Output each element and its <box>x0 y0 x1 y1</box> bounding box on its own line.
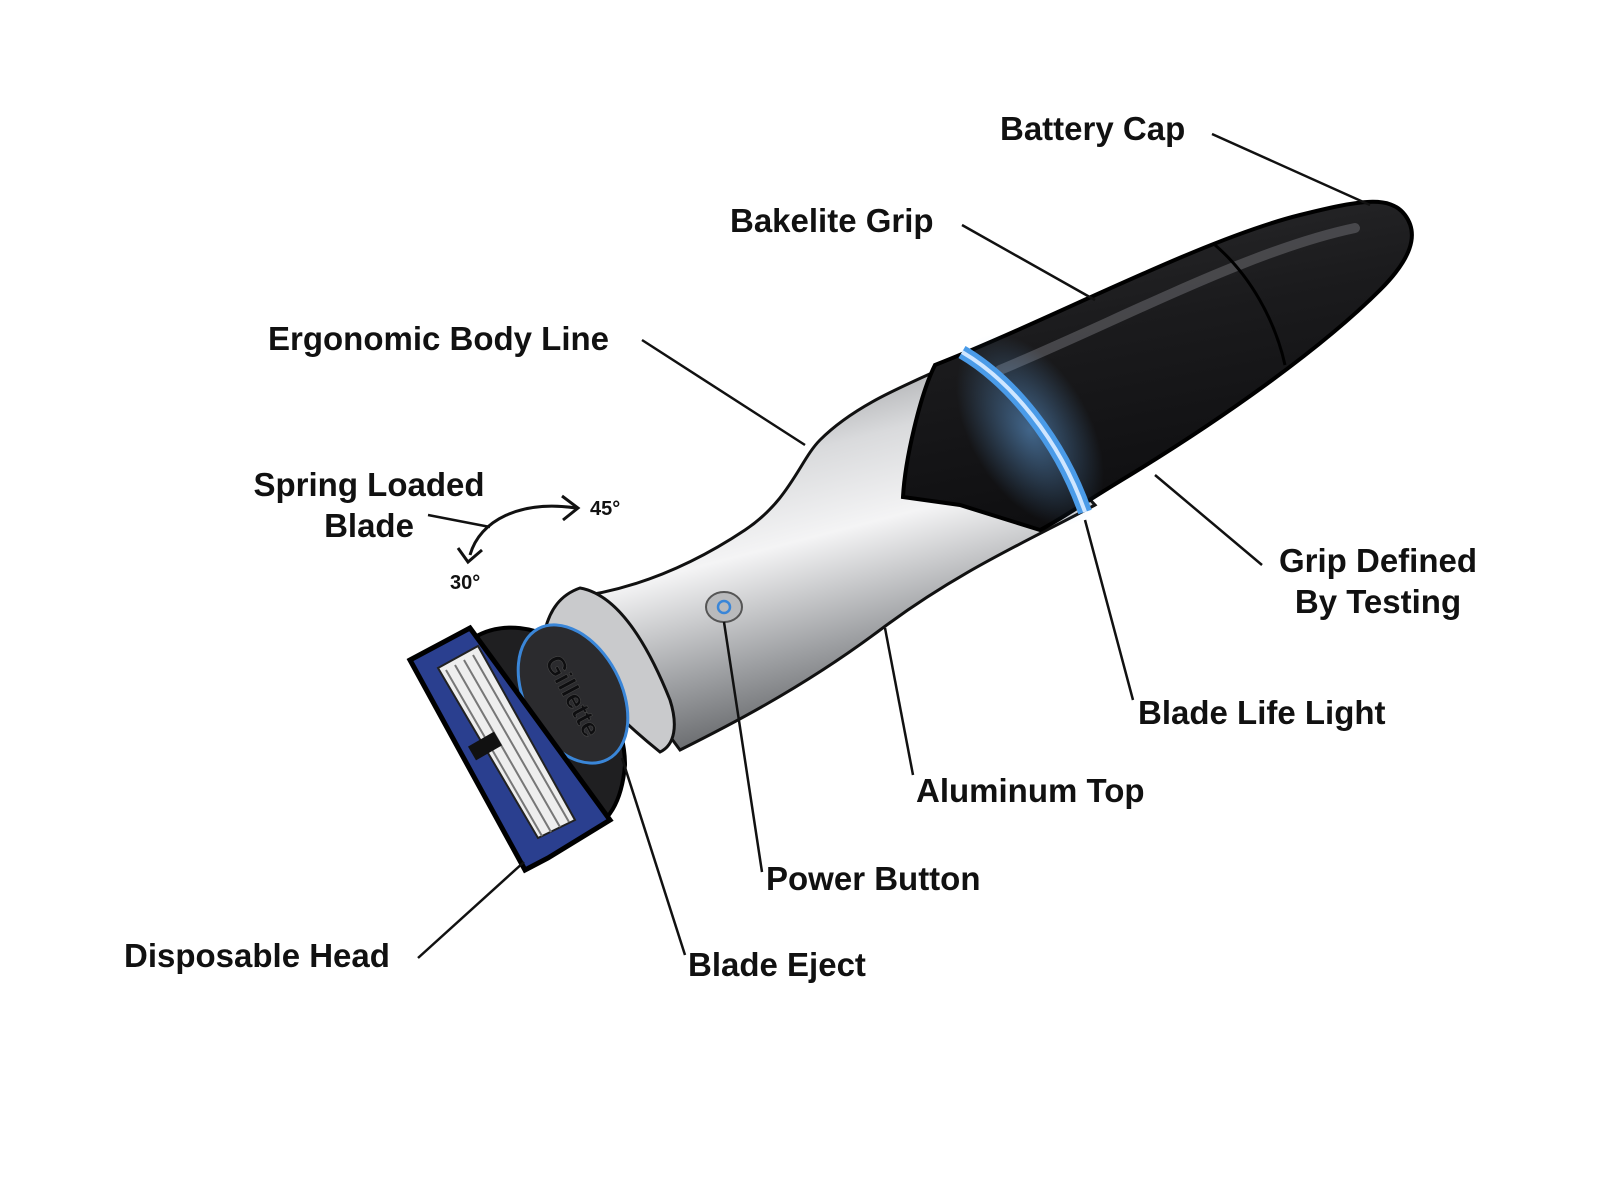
label-spring-loaded-line1: Spring Loaded <box>253 466 485 503</box>
label-disposable-head: Disposable Head <box>124 937 390 974</box>
power-button[interactable] <box>705 591 743 623</box>
angle-45: 45° <box>590 498 621 520</box>
label-bakelite-grip: Bakelite Grip <box>730 202 934 239</box>
power-icon <box>716 599 732 615</box>
arrow-head-upper <box>561 494 581 522</box>
rotation-arrow <box>468 504 577 556</box>
grip-highlight <box>995 223 1360 375</box>
arrow-head-lower <box>456 547 483 565</box>
label-power-button: Power Button <box>766 860 981 897</box>
light-ring-core <box>960 350 1087 513</box>
label-grip-defined-line2: By Testing <box>1294 583 1462 621</box>
label-spring-loaded-line2: Blade <box>324 507 414 545</box>
label-blade-life-light: Blade Life Light <box>1138 694 1386 731</box>
label-blade-eject: Blade Eject <box>688 946 866 983</box>
label-spring-loaded-blade: Spring Loaded Blade <box>244 464 494 547</box>
label-battery-cap: Battery Cap <box>1000 110 1186 147</box>
blade-clip <box>468 731 502 761</box>
angle-30: 30° <box>450 572 481 594</box>
label-ergonomic-body-line: Ergonomic Body Line <box>268 320 610 357</box>
battery-cap-seam <box>1214 243 1287 366</box>
blade-lines <box>445 654 570 837</box>
label-aluminum-top: Aluminum Top <box>916 772 1145 809</box>
label-grip-defined-by-testing: Grip Defined By Testing <box>1268 540 1488 623</box>
label-grip-defined-line1: Grip Defined <box>1278 542 1478 579</box>
leader-lines <box>417 132 1371 959</box>
